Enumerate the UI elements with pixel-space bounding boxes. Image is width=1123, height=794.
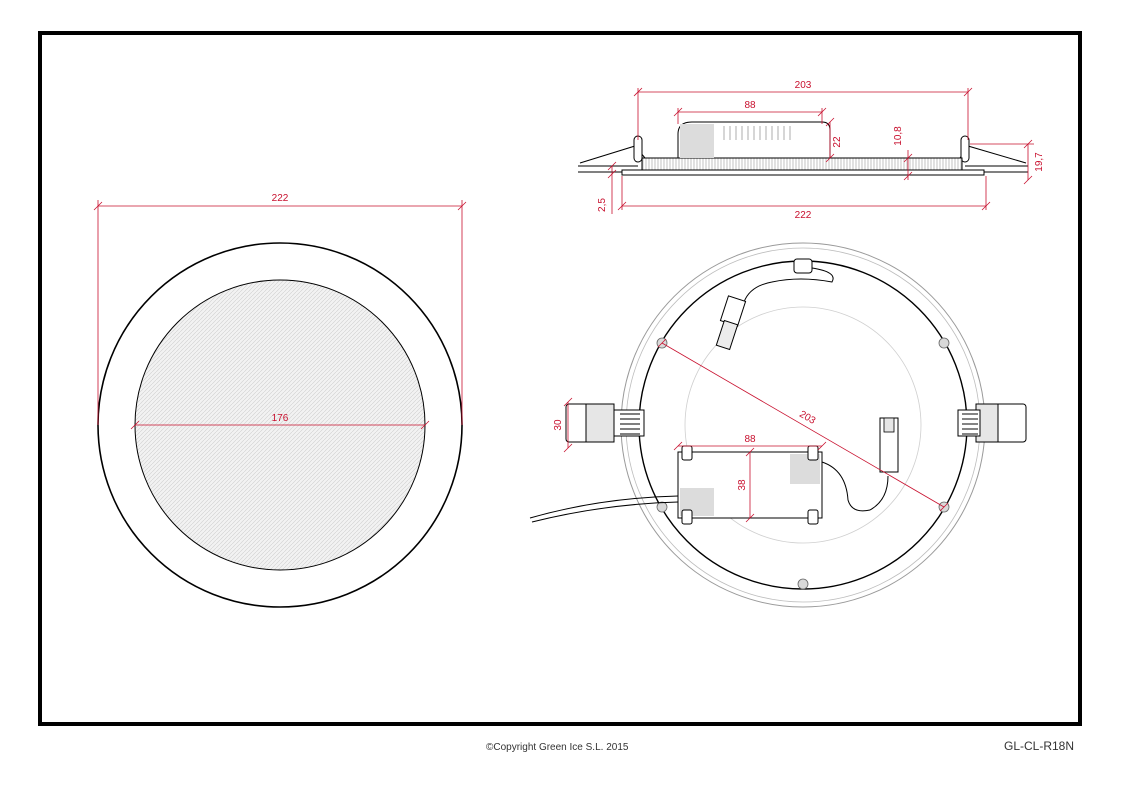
plug-connector: [715, 295, 747, 351]
back-view: 203 30 88 38: [529, 242, 1027, 608]
label-back-driver-width: 88: [744, 434, 756, 445]
driver-shade-right: [790, 454, 820, 484]
output-connector-tip: [883, 417, 895, 433]
panel-flange: [621, 169, 985, 176]
cable-clip-top: [793, 258, 813, 274]
spring-clips-side: [579, 135, 1027, 164]
label-side-total-height: 19,7: [1034, 152, 1045, 172]
spring-clip-left: [565, 403, 645, 443]
back-inner-ring: [684, 306, 922, 544]
label-side-driver-height: 22: [832, 136, 843, 148]
label-outer-diameter: 222: [272, 193, 289, 204]
copyright-text: ©Copyright Green Ice S.L. 2015: [486, 742, 629, 753]
front-view: 222 176: [93, 193, 467, 608]
label-side-flange-thickness: 2,5: [597, 198, 608, 212]
ceiling-section: [578, 165, 1028, 173]
driver-tabs: [681, 445, 819, 525]
dimension-panel-diameter: [130, 420, 430, 430]
side-dimensions: [607, 87, 1034, 214]
panel-body: [641, 157, 963, 171]
label-side-panel-height: 10,8: [893, 126, 904, 146]
driver-shade-left: [680, 124, 714, 158]
input-cable-lower: [531, 501, 679, 523]
cable-top: [743, 267, 834, 303]
model-code: GL-CL-R18N: [1004, 739, 1075, 753]
driver-shade: [680, 488, 714, 516]
label-back-driver-height: 38: [737, 479, 748, 491]
output-cable: [821, 461, 889, 512]
dimension-outer-diameter: [93, 200, 467, 425]
spring-clip-right: [957, 403, 1027, 443]
back-dimensions: [563, 338, 949, 523]
driver-vents: [723, 126, 791, 140]
label-side-top-width: 203: [795, 80, 812, 91]
input-cable: [529, 495, 679, 519]
label-panel-diameter: 176: [272, 413, 289, 424]
label-side-driver-width: 88: [744, 100, 756, 111]
sheet-frame: [38, 31, 1082, 726]
side-view: 203 88 22 10,8 19,7 2,5 222: [578, 80, 1045, 221]
label-back-spring-height: 30: [553, 419, 564, 431]
label-side-bottom-width: 222: [795, 210, 812, 221]
